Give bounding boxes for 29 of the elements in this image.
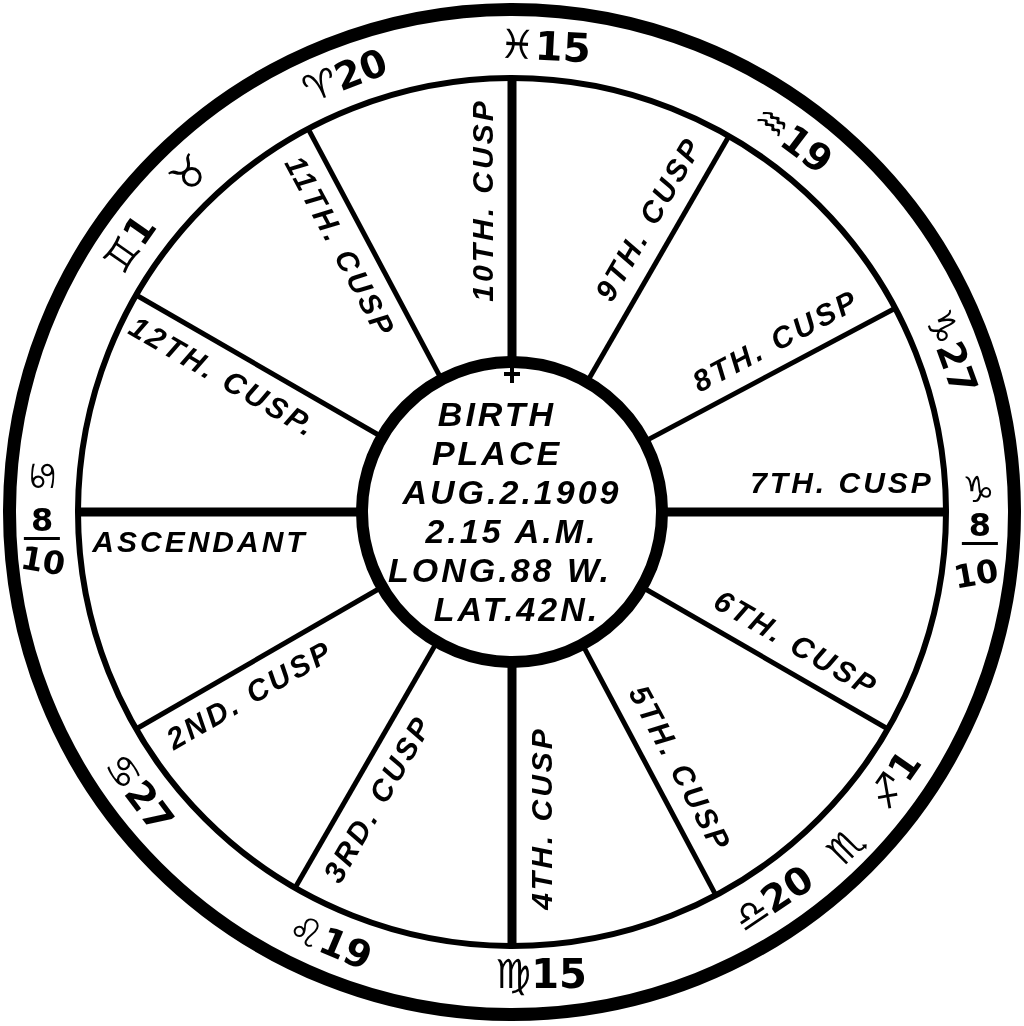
birth-data-text: AUG.2.1909 xyxy=(402,473,622,512)
birth-data-text: LAT.42N. xyxy=(433,590,601,629)
zodiac-label: ♊1 xyxy=(96,208,163,280)
zodiac-label: ♐1 xyxy=(861,744,928,816)
zodiac-label: 10 xyxy=(951,554,1001,594)
zodiac-label: ♑ xyxy=(962,472,995,508)
zodiac-label: ♒19 xyxy=(746,97,840,181)
zodiac-label: 10 xyxy=(17,541,68,581)
birth-data-text: LONG.88 W. xyxy=(388,551,612,590)
birth-data-text: BIRTH PLACE xyxy=(431,395,563,473)
outer-circle xyxy=(3,3,1021,1021)
zodiac-label: ♉ xyxy=(162,147,217,202)
zodiac-label: 8 xyxy=(961,508,998,545)
zodiac-label: ♎20 xyxy=(726,859,820,940)
cusp-label: 7TH. CUSP xyxy=(750,467,934,498)
cusp-label: 4TH. CUSP xyxy=(526,726,557,910)
zodiac-label: ♏ xyxy=(820,820,872,872)
center-circle xyxy=(356,356,668,668)
zodiac-label: ♌19 xyxy=(282,907,377,977)
zodiac-label: ♓15 xyxy=(497,23,592,69)
cusp-line xyxy=(502,78,522,385)
zodiac-label: ♑27 xyxy=(918,304,984,400)
cusp-label: ASCENDANT xyxy=(92,526,308,557)
birth-data-text: 2.15 A.M. xyxy=(425,512,599,551)
zodiac-label: ♈20 xyxy=(297,42,392,110)
zodiac-label: ♍15 xyxy=(495,954,587,995)
zodiac-label: ♋ xyxy=(24,459,61,493)
zodiac-label: 8 xyxy=(23,503,61,540)
cusp-label: 10TH. CUSP xyxy=(467,98,498,302)
